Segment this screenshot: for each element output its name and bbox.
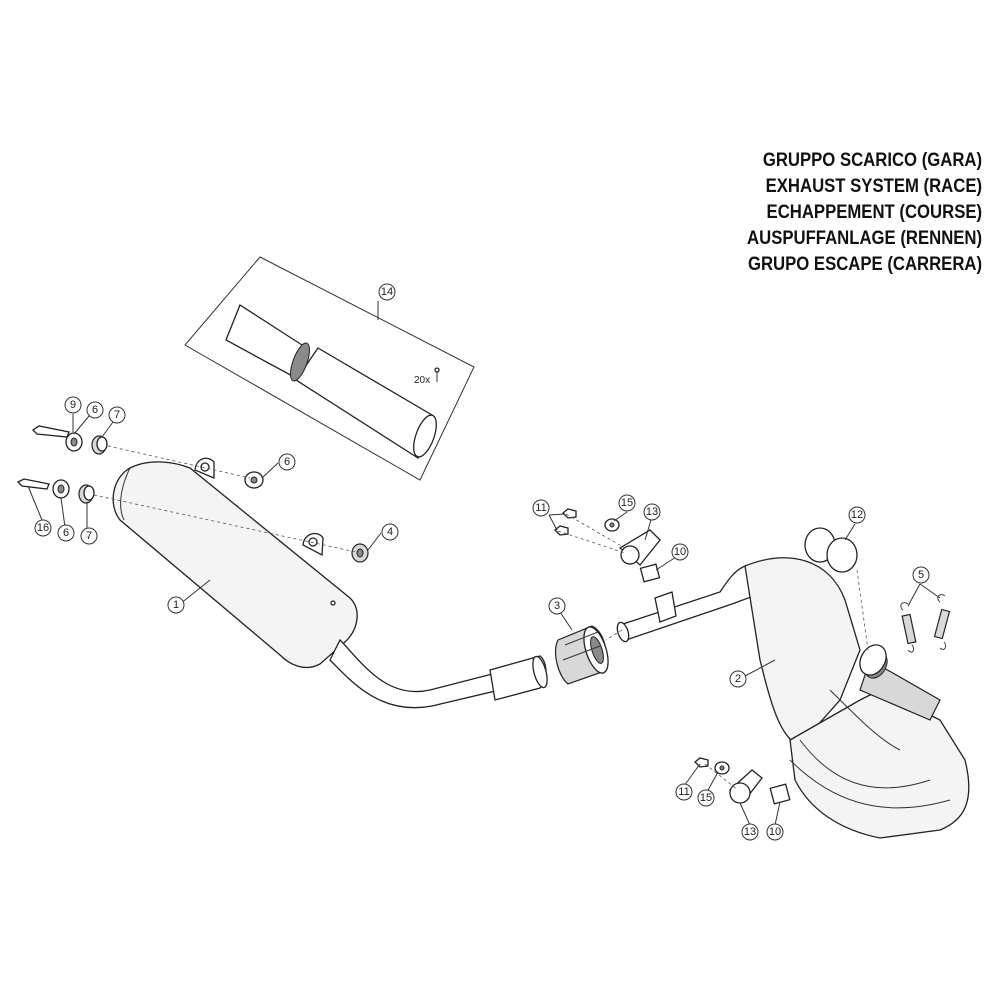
callout-11-top: 11 (532, 499, 550, 517)
svg-text:7: 7 (86, 530, 92, 542)
packing-tube (225, 304, 437, 460)
header-pipe (616, 557, 970, 839)
muffler (112, 457, 548, 709)
svg-text:13: 13 (646, 506, 658, 518)
callout-7-bottom: 7 (80, 527, 98, 545)
hardware-upper-right (554, 508, 661, 583)
callout-6-right: 6 (278, 453, 296, 471)
callout-10-top: 10 (671, 543, 689, 561)
title-french: ECHAPPEMENT (COURSE) (766, 202, 982, 223)
callout-4: 4 (381, 523, 399, 541)
svg-text:11: 11 (535, 502, 546, 514)
gaskets (804, 527, 858, 573)
hardware-left (16, 425, 369, 563)
callout-13-top: 13 (643, 503, 661, 521)
callout-13-bottom: 13 (741, 823, 759, 841)
title-block: GRUPPO SCARICO (GARA) EXHAUST SYSTEM (RA… (715, 148, 982, 278)
callout-10-bottom: 10 (766, 823, 784, 841)
svg-text:11: 11 (678, 786, 689, 798)
svg-text:13: 13 (744, 826, 756, 838)
callout-3: 3 (548, 597, 566, 615)
callout-7-top: 7 (108, 406, 126, 424)
callout-6-top: 6 (86, 401, 104, 419)
svg-text:1: 1 (173, 599, 179, 611)
packing-kit-box: 20x (184, 256, 475, 481)
svg-text:10: 10 (674, 546, 686, 558)
svg-text:2: 2 (735, 673, 741, 685)
svg-text:3: 3 (554, 600, 560, 612)
exhaust-coupling (555, 625, 609, 685)
callouts: 14 9 6 7 6 4 1 16 6 7 11 15 13 10 3 2 12… (34, 283, 930, 841)
callout-2: 2 (729, 670, 747, 688)
title-italian: GRUPPO SCARICO (GARA) (762, 150, 982, 171)
svg-text:10: 10 (769, 826, 781, 838)
callout-12: 12 (848, 506, 866, 524)
kit-quantity: 20x (414, 375, 430, 386)
title-english: EXHAUST SYSTEM (RACE) (765, 176, 982, 197)
svg-text:14: 14 (381, 286, 393, 298)
callout-14: 14 (378, 283, 396, 301)
assembly-lines (93, 445, 869, 791)
callout-9: 9 (64, 396, 82, 414)
title-spanish: GRUPO ESCAPE (CARRERA) (747, 254, 982, 275)
callout-1: 1 (167, 596, 185, 614)
callout-16: 16 (34, 519, 52, 537)
svg-text:9: 9 (70, 399, 76, 411)
title-german: AUSPUFFANLAGE (RENNEN) (746, 228, 982, 249)
svg-text:15: 15 (621, 497, 633, 509)
svg-text:16: 16 (37, 522, 49, 534)
springs (900, 594, 951, 653)
svg-text:6: 6 (284, 456, 290, 468)
leader-lines (27, 409, 941, 826)
callout-5: 5 (912, 566, 930, 584)
callout-11-bottom: 11 (675, 783, 693, 801)
svg-text:12: 12 (851, 509, 863, 521)
svg-text:6: 6 (63, 527, 69, 539)
svg-text:4: 4 (387, 526, 393, 538)
callout-6-bottom: 6 (57, 524, 75, 542)
callout-15-bottom: 15 (697, 789, 715, 807)
svg-text:6: 6 (92, 404, 98, 416)
svg-text:5: 5 (918, 569, 924, 581)
callout-15-top: 15 (618, 494, 636, 512)
svg-text:7: 7 (114, 409, 120, 421)
svg-text:15: 15 (700, 792, 712, 804)
